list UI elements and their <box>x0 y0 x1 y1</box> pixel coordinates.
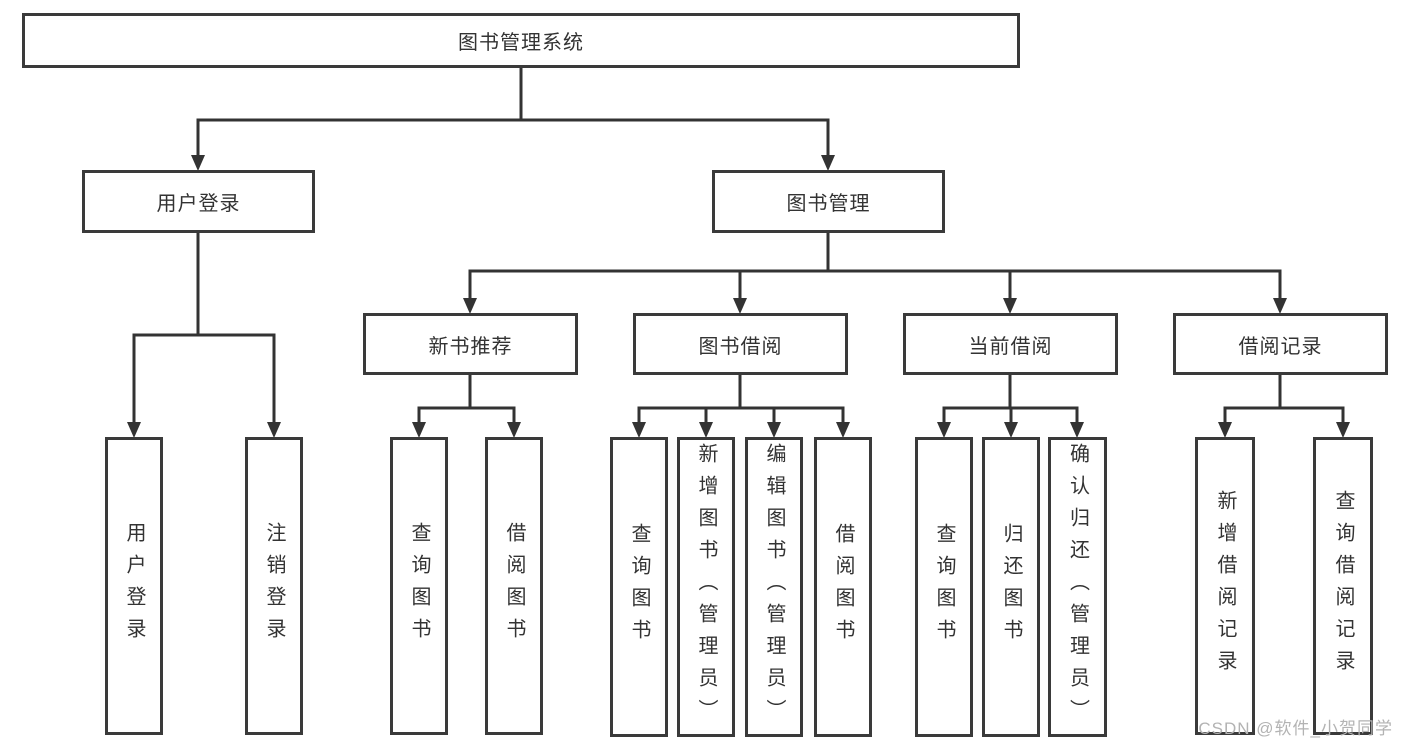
node-library-management-system: 图书管理系统 <box>22 13 1020 68</box>
node-book-management: 图书管理 <box>712 170 945 233</box>
node-label: 查询图书 <box>408 522 430 650</box>
node-label: 借阅图书 <box>832 523 854 651</box>
leaf-user-login: 用户登录 <box>105 437 163 735</box>
csdn-watermark: CSDN @软件_小贺同学 <box>1198 719 1393 738</box>
node-label: 用户登录 <box>123 522 145 650</box>
node-label: 图书管理系统 <box>458 32 584 54</box>
node-label: 借阅记录 <box>1238 335 1323 358</box>
node-label: 新增借阅记录 <box>1214 490 1236 682</box>
leaf-edit-books-admin: 编辑图书（管理员） <box>745 437 803 737</box>
leaf-borrow-books: 借阅图书 <box>814 437 872 737</box>
leaf-confirm-return-admin: 确认归还（管理员） <box>1048 437 1107 737</box>
node-label: 当前借阅 <box>968 335 1053 358</box>
node-label: 查询借阅记录 <box>1332 490 1354 682</box>
leaf-query-books-borrow: 查询图书 <box>610 437 668 737</box>
leaf-add-books-admin: 新增图书（管理员） <box>677 437 735 737</box>
node-label: 图书管理 <box>786 193 871 215</box>
node-label: 编辑图书（管理员） <box>763 443 785 731</box>
node-label: 查询图书 <box>933 523 955 651</box>
leaf-query-borrow-record: 查询借阅记录 <box>1313 437 1373 735</box>
node-label: 用户登录 <box>156 193 241 215</box>
node-label: 确认归还（管理员） <box>1066 443 1089 731</box>
node-user-login: 用户登录 <box>82 170 315 233</box>
leaf-add-borrow-record: 新增借阅记录 <box>1195 437 1255 735</box>
node-label: 归还图书 <box>1000 523 1022 651</box>
node-label: 图书借阅 <box>698 335 783 358</box>
node-book-borrowing: 图书借阅 <box>633 313 848 375</box>
leaf-query-books-recommend: 查询图书 <box>390 437 448 735</box>
node-label: 新增图书（管理员） <box>695 443 717 731</box>
node-label: 新书推荐 <box>428 335 513 358</box>
leaf-query-books-current: 查询图书 <box>915 437 973 737</box>
node-new-book-recommendation: 新书推荐 <box>363 313 578 375</box>
node-label: 借阅图书 <box>503 522 525 650</box>
node-label: 注销登录 <box>263 522 285 650</box>
leaf-logout: 注销登录 <box>245 437 303 735</box>
node-current-borrowing: 当前借阅 <box>903 313 1118 375</box>
leaf-return-books: 归还图书 <box>982 437 1040 737</box>
node-borrow-records: 借阅记录 <box>1173 313 1388 375</box>
leaf-borrow-books-recommend: 借阅图书 <box>485 437 543 735</box>
node-label: 查询图书 <box>628 523 650 651</box>
